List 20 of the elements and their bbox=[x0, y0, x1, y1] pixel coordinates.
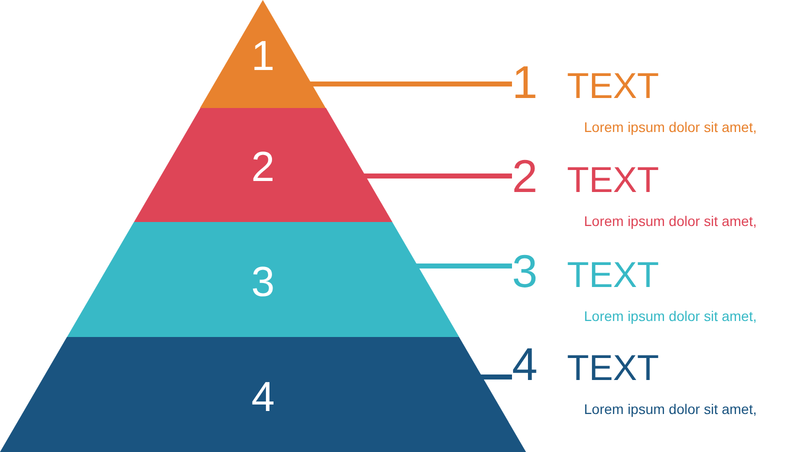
step-number: 3 bbox=[512, 245, 538, 297]
leader-line bbox=[310, 82, 512, 86]
leader-line bbox=[363, 174, 512, 178]
layer-number: 4 bbox=[251, 374, 275, 418]
step-title: TEXT bbox=[567, 66, 660, 106]
description-text: Lorem ipsum dolor sit amet, bbox=[584, 118, 757, 136]
step-title: TEXT bbox=[567, 255, 660, 295]
step-number: 1 bbox=[512, 56, 538, 108]
leader-line bbox=[416, 264, 512, 268]
leader-line bbox=[480, 374, 512, 380]
layer-number: 1 bbox=[251, 34, 275, 78]
layer-number: 3 bbox=[251, 260, 275, 304]
description-text: Lorem ipsum dolor sit amet, bbox=[584, 307, 757, 325]
step-title: TEXT bbox=[567, 160, 660, 200]
step-title: TEXT bbox=[567, 348, 660, 388]
step-number: 4 bbox=[512, 338, 538, 390]
step-number: 2 bbox=[512, 150, 538, 202]
description-text: Lorem ipsum dolor sit amet, bbox=[584, 212, 757, 230]
layer-number: 2 bbox=[251, 145, 275, 189]
description-text: Lorem ipsum dolor sit amet, bbox=[584, 400, 757, 418]
